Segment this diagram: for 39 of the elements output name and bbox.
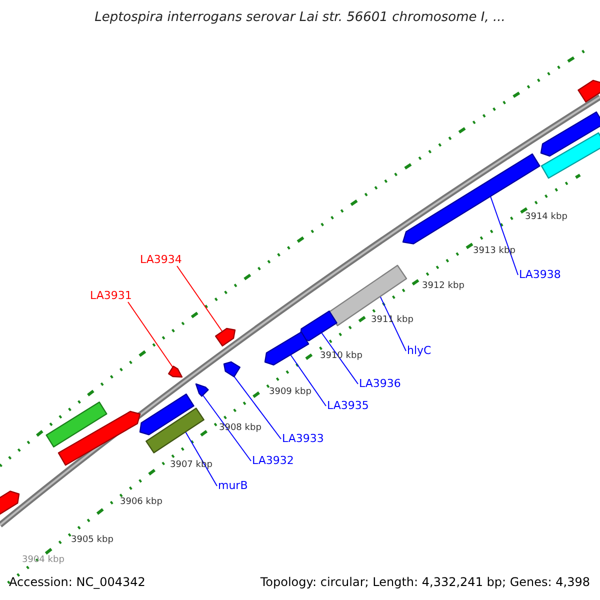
scale-label: 3909 kbp [269,386,312,398]
gene-block [46,402,108,448]
gene-label: hlyC [407,344,432,357]
accession-text: Accession: NC_004342 [9,575,146,590]
gene-label: LA3931 [90,289,132,302]
scale-label: 3905 kbp [71,534,114,546]
leader-line [184,430,218,486]
map-title: Leptospira interrogans serovar Lai str. 56601 chromosome I, ... [94,10,506,26]
gene-label: LA3933 [282,432,324,445]
scale-label: 3912 kbp [422,280,464,292]
gene-block [168,366,183,378]
genome-summary-text: Topology: circular; Length: 4,332,241 bp; Genes: 4,398 [260,575,590,590]
leader-line [128,302,174,370]
gene-label: LA3932 [252,454,294,467]
leader-line [490,194,518,276]
leader-line [380,296,406,352]
gene-block [264,331,310,366]
gene-block [578,80,600,102]
gene-label: LA3936 [359,377,401,390]
leader-line [232,374,282,440]
gene-label: murB [218,479,248,492]
gene-block [540,132,600,179]
gene-block [540,111,600,157]
leader-line [290,354,326,406]
leader-line [320,332,358,384]
gene-block [58,410,141,466]
gene-block [146,408,204,454]
gene-block [215,328,236,346]
scale-label: 3904 kbp [22,554,64,566]
scale-label: 3906 kbp [120,496,162,508]
gene-label: LA3938 [519,268,561,281]
leader-line [202,394,252,462]
gene-block [299,310,338,342]
gene-block [195,383,209,397]
gene-block [223,361,240,378]
gene-label: LA3935 [327,399,369,412]
gene-block [139,394,194,436]
gene-label: LA3934 [140,253,182,266]
scale-label: 3914 kbp [525,211,568,223]
